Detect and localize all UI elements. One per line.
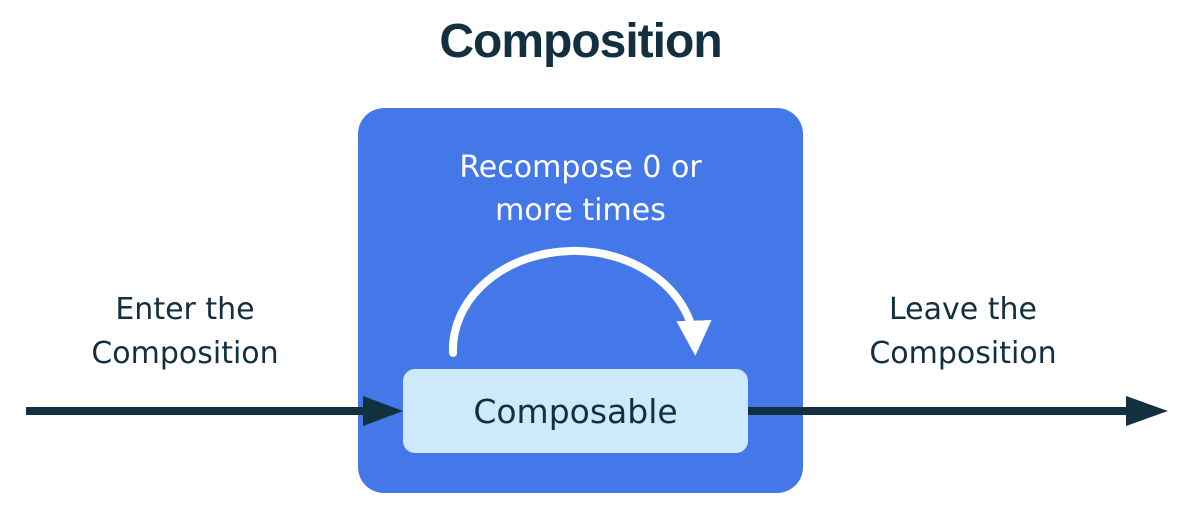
recompose-label: Recompose 0 or more times: [459, 150, 702, 228]
enter-composition-label: Enter the Composition: [91, 292, 279, 371]
leave-arrow-icon: [748, 396, 1168, 426]
enter-arrow-icon: [26, 396, 403, 426]
leave-composition-label: Leave the Composition: [869, 292, 1057, 371]
composable-box: Composable: [403, 369, 748, 453]
composable-label: Composable: [473, 391, 678, 431]
diagram-title: Composition: [439, 15, 722, 68]
